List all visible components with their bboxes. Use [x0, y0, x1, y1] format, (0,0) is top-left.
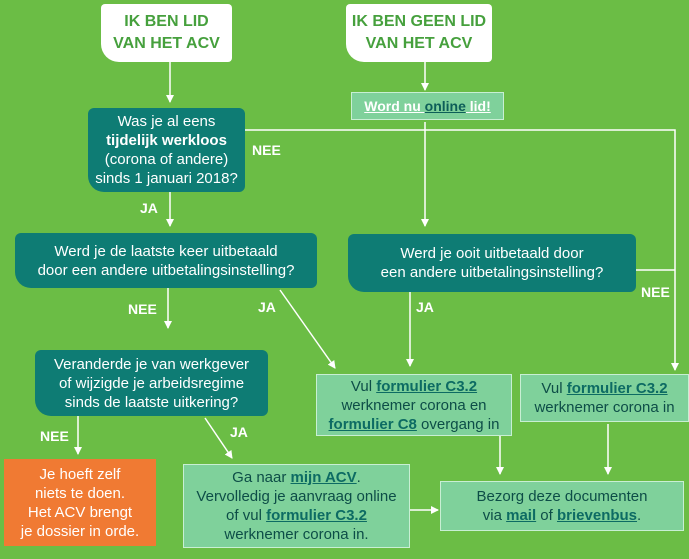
- label-q1-ja: JA: [140, 200, 158, 216]
- q4-line1: Veranderde je van werkgever: [53, 355, 250, 373]
- form-c32-link-right[interactable]: formulier C3.2: [566, 380, 668, 397]
- member-line2: VAN HET ACV: [113, 35, 220, 52]
- label-q2-nee: NEE: [128, 301, 157, 317]
- myacv-pre3: of vul: [226, 507, 267, 524]
- q1-line4: sinds 1 januari 2018?: [95, 170, 238, 187]
- q3-line2: een andere uitbetalingsinstelling?: [380, 264, 604, 281]
- myacv-line4: werknemer corona in.: [224, 526, 369, 543]
- nothing-line3: Het ACV brengt: [27, 503, 133, 521]
- c32c8-line2: werknemer corona en: [341, 396, 487, 414]
- c32r-pre: Vul: [541, 380, 567, 397]
- question-other-institution-last: Werd je de laatste keer uitbetaald door …: [15, 233, 317, 288]
- arrow-q1-nee: [245, 129, 679, 371]
- join-suffix: lid!: [465, 97, 491, 114]
- label-q1-nee: NEE: [252, 142, 281, 158]
- q1-line1: Was je al eens: [117, 113, 216, 130]
- join-online-link[interactable]: online: [424, 97, 466, 114]
- arrow-q4-ja: [204, 417, 233, 459]
- join-online-text[interactable]: Word nu online lid!: [364, 97, 491, 116]
- submit-post: .: [637, 507, 642, 524]
- member-line1: IK BEN LID: [124, 13, 209, 30]
- nothing-line4: je dossier in orde.: [20, 522, 140, 540]
- q4-line2: of wijzigde je arbeidsregime: [58, 374, 245, 392]
- mail-link[interactable]: mail: [506, 507, 537, 524]
- label-q3-nee: NEE: [641, 284, 670, 300]
- arrow-q2-ja: [279, 289, 336, 369]
- c32c8-post: overgang in: [416, 415, 500, 433]
- c32r-line1: Vul formulier C3.2: [541, 379, 667, 398]
- c32c8-line1: Vul formulier C3.2: [351, 377, 477, 396]
- nothing-line1: Je hoeft zelf: [39, 465, 121, 483]
- q4-line3: sinds de laatste uitkering?: [64, 393, 239, 411]
- submit-line2: via mail of brievenbus.: [483, 506, 641, 525]
- c32c8-line3: formulier C8 overgang in: [329, 415, 500, 434]
- q2-line1: Werd je de laatste keer uitbetaald: [54, 242, 278, 260]
- nothing-line2: niets te doen.: [34, 484, 126, 502]
- myacv-line3: of vul formulier C3.2: [226, 506, 367, 525]
- mailbox-link[interactable]: brievenbus: [557, 507, 638, 524]
- nonmember-start-box: IK BEN GEEN LID VAN HET ACV: [346, 4, 492, 62]
- q1-line2: tijdelijk werkloos: [106, 132, 227, 149]
- outcome-fill-c32-c8: Vul formulier C3.2 werknemer corona en f…: [316, 374, 512, 436]
- nonmember-line1: IK BEN GEEN LID: [351, 13, 487, 30]
- label-q3-ja: JA: [416, 299, 434, 315]
- outcome-submit-documents: Bezorg deze documenten via mail of briev…: [440, 481, 684, 531]
- myacv-pre: Ga naar: [232, 469, 291, 486]
- form-c32-link[interactable]: formulier C3.2: [376, 377, 478, 395]
- q3-line1: Werd je ooit uitbetaald door: [400, 245, 584, 262]
- form-c32-link-myacv[interactable]: formulier C3.2: [266, 507, 367, 524]
- question-employer-change: Veranderde je van werkgever of wijzigde …: [35, 350, 268, 416]
- my-acv-link[interactable]: mijn ACV: [290, 469, 357, 486]
- submit-line1: Bezorg deze documenten: [476, 488, 648, 505]
- myacv-line1: Ga naar mijn ACV.: [232, 468, 361, 487]
- submit-mid: of: [536, 507, 557, 524]
- c32r-line2: werknemer corona in: [534, 399, 675, 416]
- myacv-line2: Vervolledig je aanvraag online: [196, 488, 397, 505]
- q1-line3: (corona of andere): [104, 151, 229, 168]
- outcome-fill-c32-right: Vul formulier C3.2 werknemer corona in: [520, 374, 689, 422]
- nonmember-line2: VAN HET ACV: [365, 35, 473, 52]
- outcome-my-acv: Ga naar mijn ACV. Vervolledig je aanvraa…: [183, 464, 410, 548]
- c32c8-pre: Vul: [350, 377, 377, 395]
- join-online-box[interactable]: Word nu online lid!: [351, 92, 504, 120]
- member-start-box: IK BEN LID VAN HET ACV: [101, 4, 232, 62]
- submit-pre: via: [482, 507, 507, 524]
- q2-line2: door een andere uitbetalingsinstelling?: [37, 261, 295, 279]
- question-other-institution-ever: Werd je ooit uitbetaald door een andere …: [348, 234, 636, 292]
- label-q4-ja: JA: [230, 424, 248, 440]
- join-prefix: Word nu: [364, 97, 425, 114]
- outcome-nothing-to-do: Je hoeft zelf niets te doen. Het ACV bre…: [4, 459, 156, 546]
- question-temporary-unemployed: Was je al eens tijdelijk werkloos (coron…: [88, 108, 245, 192]
- form-c8-link[interactable]: formulier C8: [328, 415, 417, 433]
- label-q2-ja: JA: [258, 299, 276, 315]
- label-q4-nee: NEE: [40, 428, 69, 444]
- myacv-post: .: [356, 469, 361, 486]
